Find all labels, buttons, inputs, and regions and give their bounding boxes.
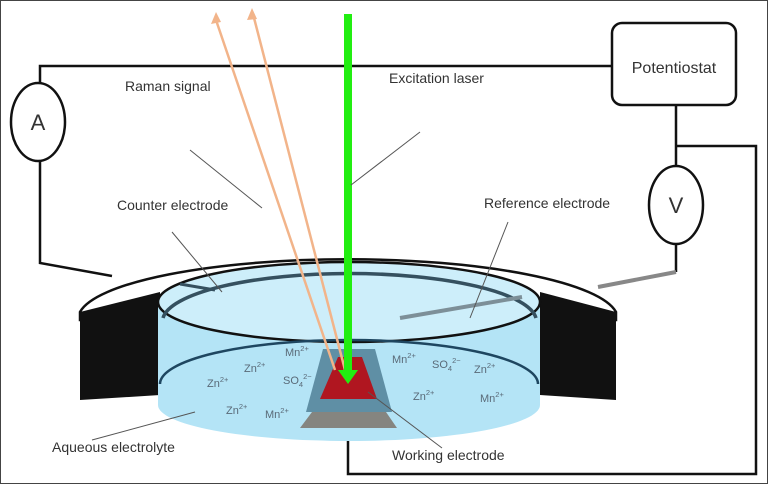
ions: Mn2+ Zn2+ Zn2+ SO42− Zn2+ Mn2+ Mn2+ SO42− Zn2+ Zn…	[207, 344, 504, 421]
ion-label: Zn2+	[244, 360, 266, 375]
ion-label: Mn2+	[392, 351, 416, 366]
voltmeter-label: V	[669, 193, 684, 218]
aqueous-electrolyte-label: Aqueous electrolyte	[52, 439, 175, 455]
ion-label: Mn2+	[480, 390, 504, 405]
ion-label: Zn2+	[226, 402, 248, 417]
ion-label: SO42−	[283, 372, 312, 389]
excitation-laser-beam	[344, 14, 352, 374]
excitation-laser-label: Excitation laser	[389, 70, 484, 86]
right-clamp	[540, 292, 616, 400]
raman-signal-label: Raman signal	[125, 78, 211, 94]
wire-left	[38, 149, 113, 278]
ion-label: Zn2+	[207, 375, 229, 390]
reference-lead	[597, 270, 677, 289]
reference-electrode	[399, 295, 523, 320]
voltmeter-icon: V	[647, 164, 705, 246]
leader-lines	[91, 131, 509, 449]
wire-working	[346, 144, 758, 476]
laser-arrow-icon	[338, 370, 358, 384]
reference-electrode-label: Reference electrode	[484, 195, 610, 211]
ammeter-label: A	[31, 110, 46, 135]
raman-arrow-icon	[247, 8, 257, 20]
raman-signal-beams	[214, 13, 347, 371]
ion-label: Zn2+	[474, 361, 496, 376]
potentiostat: Potentiostat	[610, 21, 738, 107]
ion-label: Zn2+	[413, 388, 435, 403]
counter-electrode-lead	[179, 282, 216, 292]
ammeter-icon: A	[9, 81, 67, 163]
ion-label: Mn2+	[265, 406, 289, 421]
ion-label: Mn2+	[285, 344, 309, 359]
electrode-base	[300, 412, 397, 428]
left-clamp	[80, 292, 160, 400]
working-electrode-label: Working electrode	[392, 447, 505, 463]
counter-electrode-label: Counter electrode	[117, 197, 229, 213]
ion-label: SO42−	[432, 356, 461, 373]
potentiostat-label: Potentiostat	[632, 60, 717, 77]
raman-arrow-icon	[211, 12, 221, 24]
